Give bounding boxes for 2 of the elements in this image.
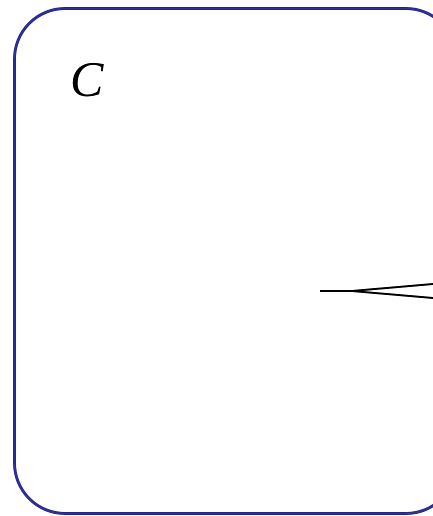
rounded-box (13, 7, 433, 515)
box-label: C (70, 54, 104, 104)
